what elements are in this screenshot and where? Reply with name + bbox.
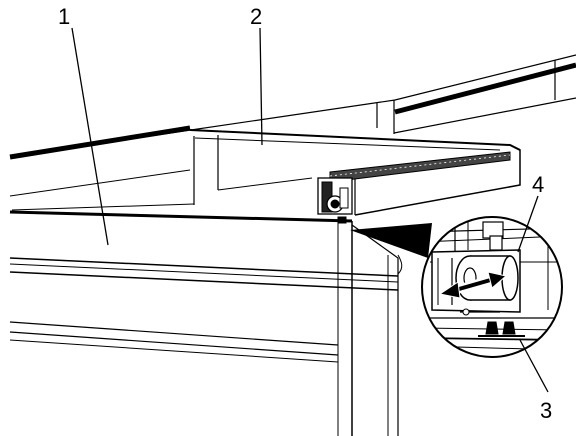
adjust-arrow-icon	[438, 271, 508, 299]
callout-1: 1	[58, 4, 70, 29]
leader-lines	[71, 27, 549, 393]
leader-line-2	[259, 27, 263, 146]
callout-4: 4	[532, 172, 544, 197]
leader-line-1	[71, 27, 109, 246]
background-wall	[9, 54, 576, 197]
top-drawer	[189, 129, 521, 224]
leader-line-4	[517, 195, 539, 253]
magnifier-pointer	[350, 223, 432, 258]
detail-magnifier	[421, 216, 563, 358]
callout-3: 3	[540, 398, 552, 423]
appliance-cabinet	[9, 203, 403, 436]
callout-2: 2	[250, 4, 262, 29]
leader-line-3	[519, 339, 549, 393]
